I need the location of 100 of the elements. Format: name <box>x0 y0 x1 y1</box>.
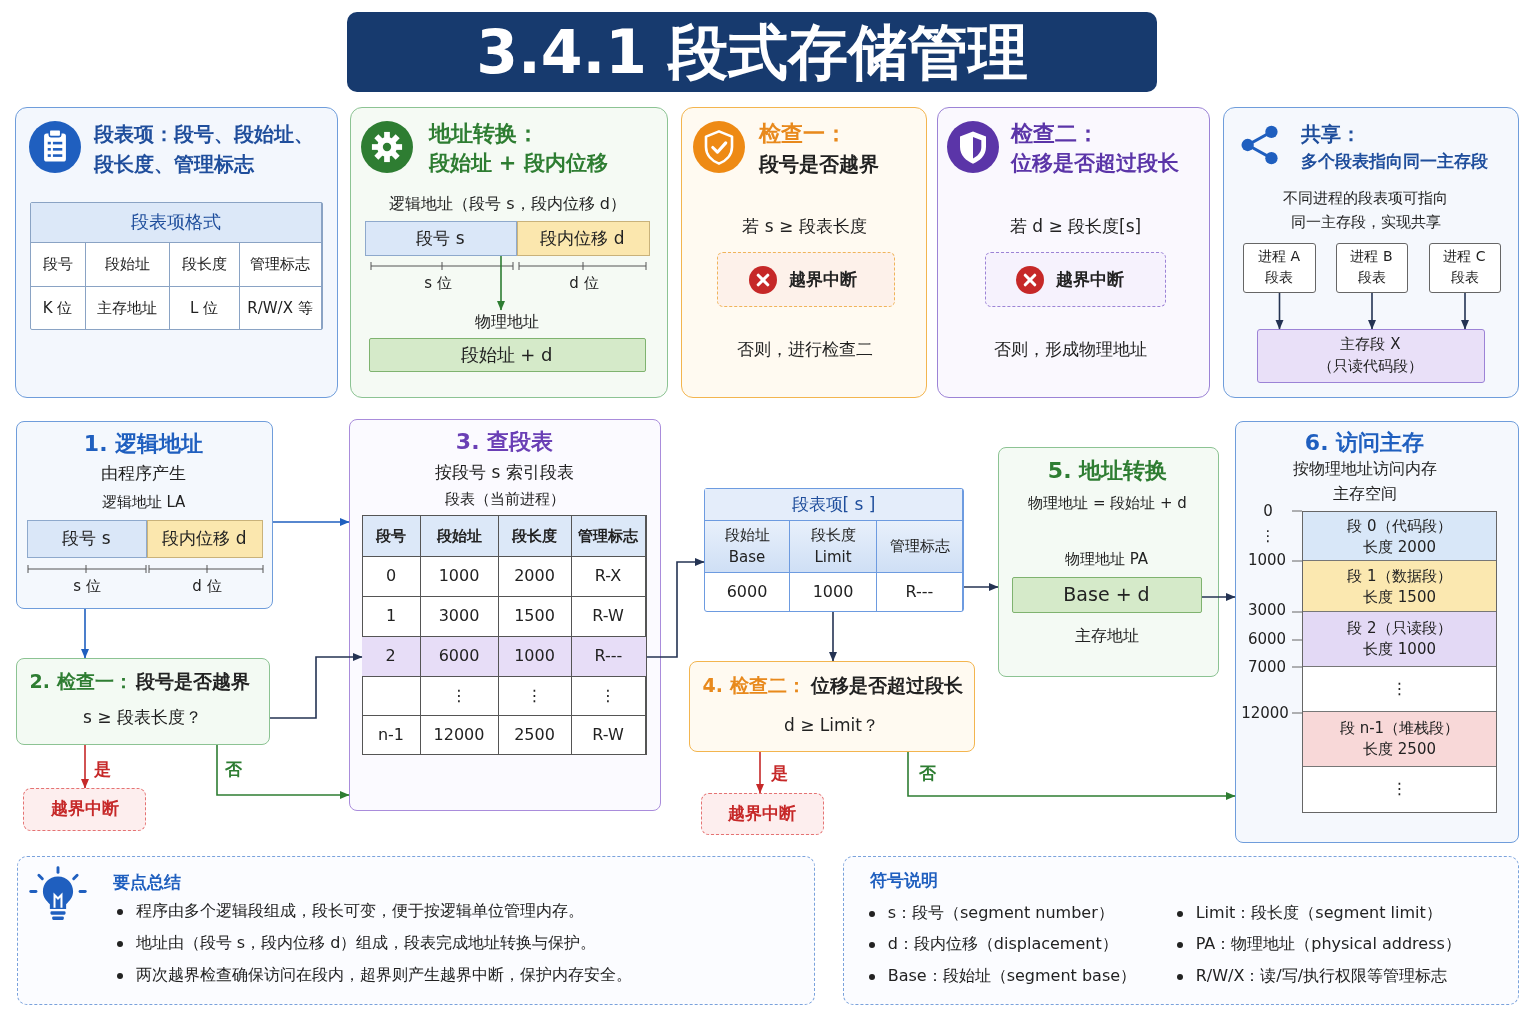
table-cell: 1000 <box>498 636 572 676</box>
segment-length: 长度 2000 <box>1363 537 1436 558</box>
box-label: 主存段 X <box>1340 334 1401 355</box>
table-title-cell: 段表项格式 <box>30 202 322 243</box>
table-header-cell: 段长度 <box>498 515 572 557</box>
address-label: 1000 <box>1247 551 1287 571</box>
segment-name: 段 0（代码段） <box>1347 516 1452 537</box>
field-caption: 逻辑地址 LA <box>101 492 186 513</box>
table-cell: 1000 <box>420 556 499 597</box>
info-panel <box>937 107 1210 398</box>
condition-text: s ≥ 段表长度？ <box>83 706 202 729</box>
info-panel <box>350 107 668 398</box>
bullet-text: 程序由多个逻辑段组成，段长可变，便于按逻辑单位管理内存。 <box>135 901 584 923</box>
step-title: 6. 访问主存 <box>1304 429 1425 458</box>
flow-arrow <box>1367 292 1377 330</box>
memory-segment <box>1302 511 1496 561</box>
panel-title: 检查一： <box>758 120 847 149</box>
body-text: 若 d ≥ 段长度[s] <box>1009 215 1142 238</box>
format-table <box>29 201 323 330</box>
segment-entry-table <box>704 488 964 612</box>
address-label: 12000 <box>1241 704 1289 724</box>
box-label: 进程 A 段表 <box>1257 247 1301 287</box>
table-cell: 12000 <box>420 715 499 754</box>
memory-segment <box>1302 611 1496 667</box>
process-table-box <box>1242 242 1316 293</box>
bullet-text: 两次越界检查确保访问在段内，超界则产生越界中断，保护内存安全。 <box>135 965 632 987</box>
bullet-text: s：段号（segment number） <box>887 903 1114 925</box>
edge-label: 否 <box>224 757 242 781</box>
edge-label: 是 <box>770 761 788 785</box>
formula-text: 物理地址 = 段始址 + d <box>1028 493 1187 514</box>
segment-length: 长度 1500 <box>1363 587 1436 608</box>
body-text: 主存空间 <box>1332 484 1397 505</box>
body-text: 若 s ≥ 段表长度 <box>742 215 867 238</box>
step-box <box>1235 421 1519 843</box>
flow-arrow <box>216 744 350 800</box>
box-label: Base + d <box>1063 582 1150 607</box>
table-cell: 1500 <box>498 596 572 637</box>
alert-box <box>984 251 1166 307</box>
address-field <box>364 220 517 256</box>
ellipsis-text: ⋮ <box>1391 779 1408 800</box>
bit-width-label: d 位 <box>569 274 599 294</box>
segment-length: 长度 1000 <box>1363 639 1436 660</box>
step-title: 4. 检查二： <box>702 673 806 698</box>
panel-subtitle: 段始址 + 段内位移 <box>428 149 608 177</box>
step-box <box>689 661 975 752</box>
info-panel <box>15 107 338 398</box>
table-cell: 0 <box>362 556 421 597</box>
step-box <box>998 447 1219 677</box>
table-cell: 1 <box>362 596 421 637</box>
table-cell: 段长度 <box>169 242 240 287</box>
flow-arrow <box>755 751 765 794</box>
summary-panel <box>17 856 815 1005</box>
panel-title: 共享： <box>1300 120 1361 147</box>
panel-subtitle: 多个段表指向同一主存段 <box>1300 150 1488 173</box>
flow-arrow <box>1275 292 1284 330</box>
step-title: 3. 查段表 <box>455 428 554 457</box>
table-cell: R--- <box>877 573 963 611</box>
ellipsis-text: ⋮ <box>1391 679 1408 700</box>
notation-panel <box>843 856 1519 1005</box>
flow-arrow <box>80 608 90 659</box>
panel-subtitle: 段号是否越界 <box>758 150 879 177</box>
interrupt-box <box>23 788 146 831</box>
step-subtitle: 段号是否越界 <box>135 669 250 694</box>
highlighted-table-row <box>361 636 647 677</box>
table-cell: 6000 <box>420 636 499 676</box>
table-title-cell: 段表项[ s ] <box>705 489 963 521</box>
flow-arrow <box>272 517 350 527</box>
segment-name: 段 n-1（堆栈段） <box>1339 718 1460 739</box>
step-box <box>16 658 270 745</box>
table-header-cell: 段长度 Limit <box>790 521 877 573</box>
table-cell: 段号 <box>30 242 86 287</box>
table-cell: R-X <box>571 556 646 597</box>
table-cell: 3000 <box>420 596 499 637</box>
body-text: 不同进程的段表项可指向同一主存段，实现共享 <box>1282 187 1449 233</box>
address-field <box>26 519 147 558</box>
bit-width-label: s 位 <box>424 274 452 294</box>
memory-column <box>1301 510 1497 813</box>
table-header-cell: 段始址 <box>420 515 499 557</box>
box-label: 段始址 + d <box>460 342 553 367</box>
step-box <box>349 419 661 811</box>
table-cell: R/W/X 等 <box>239 286 322 329</box>
segment-length: 长度 2500 <box>1363 739 1436 760</box>
memory-segment <box>1302 560 1496 612</box>
bullet-text: Base：段始址（segment base） <box>887 966 1137 988</box>
alert-label: 越界中断 <box>727 802 796 825</box>
step-box <box>16 421 273 609</box>
edge-label: 否 <box>918 761 936 785</box>
table-cell: 段始址 <box>85 242 170 287</box>
table-cell: R-W <box>571 715 646 754</box>
address-field <box>146 519 263 558</box>
flow-arrow <box>907 751 1236 801</box>
table-cell: R-W <box>571 596 646 637</box>
segment-table <box>361 514 647 755</box>
table-cell: K 位 <box>30 286 86 329</box>
address-label: 7000 <box>1247 658 1287 678</box>
box-caption: 物理地址 PA <box>1064 549 1149 570</box>
box-caption: 物理地址 <box>474 312 539 333</box>
address-label: ⋮ <box>1260 527 1276 547</box>
flow-arrow <box>646 557 705 658</box>
table-header-cell: 管理标志 <box>571 515 646 557</box>
